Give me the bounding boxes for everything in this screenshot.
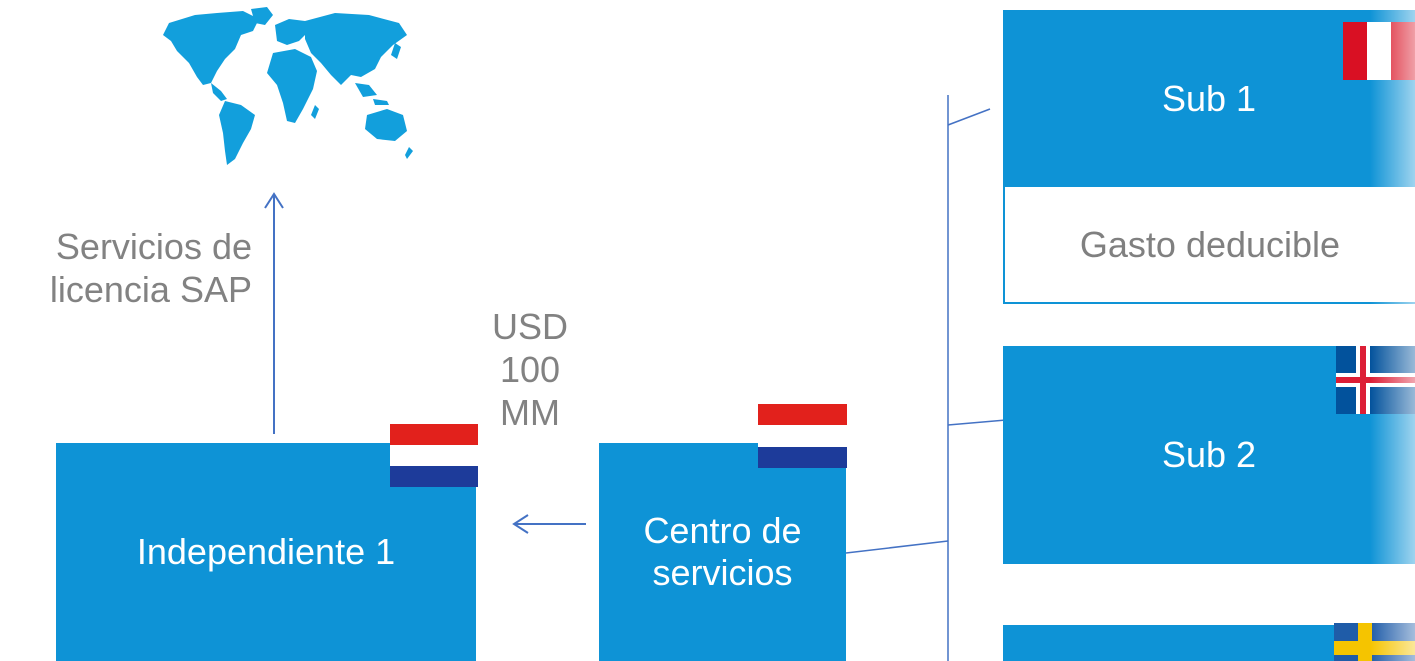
license-service-arrow xyxy=(264,192,284,434)
license-service-label-line1: Servicios de xyxy=(55,226,252,267)
payment-amount-label: USD 100 MM xyxy=(480,305,580,434)
independiente-label: Independiente 1 xyxy=(136,531,396,572)
sub1-label: Sub 1 xyxy=(1161,77,1257,119)
centro-label-line2: servicios xyxy=(652,552,793,593)
connector-lines xyxy=(845,95,1007,661)
deductible-expense-box: Gasto deducible xyxy=(1003,187,1415,304)
centro-servicios-box: Centro de servicios xyxy=(599,443,846,661)
license-service-label: Servicios de licencia SAP xyxy=(0,225,252,311)
deductible-expense-label: Gasto deducible xyxy=(1079,223,1341,265)
netherlands-flag-icon xyxy=(390,424,478,487)
centro-label-line1: Centro de xyxy=(643,510,802,551)
payment-amount-line1: USD xyxy=(491,306,568,347)
sub2-label: Sub 2 xyxy=(1161,434,1257,475)
payment-amount-line2: 100 xyxy=(499,349,561,390)
peru-flag-icon xyxy=(1343,22,1415,80)
world-map-icon xyxy=(163,7,413,165)
iceland-flag-icon xyxy=(1336,346,1415,414)
sweden-flag-icon xyxy=(1334,623,1415,661)
license-service-label-line2: licencia SAP xyxy=(49,269,252,310)
payment-arrow xyxy=(512,514,586,534)
netherlands-flag-icon xyxy=(758,404,847,468)
payment-amount-line3: MM xyxy=(500,392,560,433)
